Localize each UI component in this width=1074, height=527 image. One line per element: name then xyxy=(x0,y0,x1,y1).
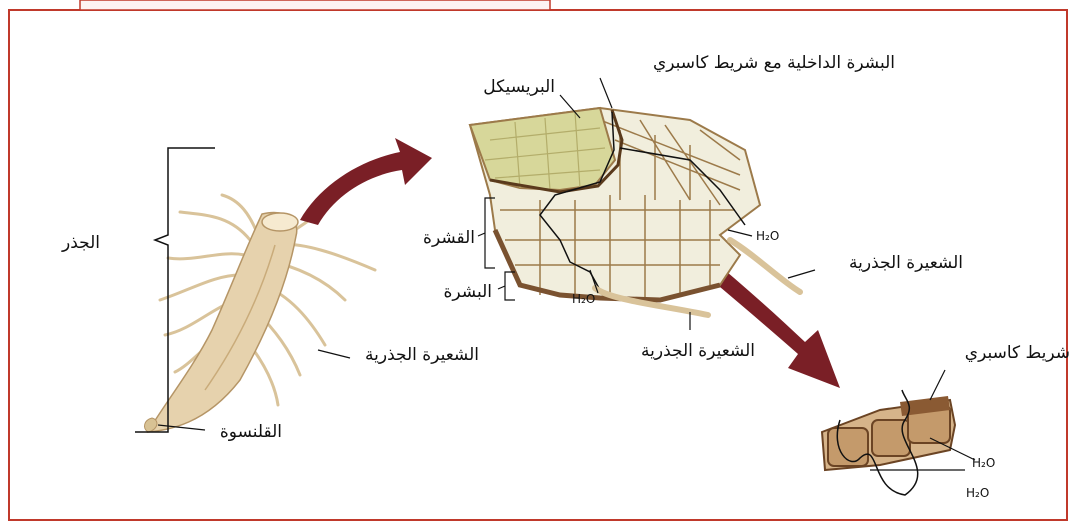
cut-surface xyxy=(262,213,298,231)
header-tab xyxy=(80,0,550,10)
epidermis-bracket xyxy=(498,272,515,300)
label-casparian-strip: شريط كاسبري xyxy=(965,343,1070,363)
h2o-label-strip2: H₂O xyxy=(966,486,989,500)
leader-root-hair-left xyxy=(318,350,350,358)
leader-h2o-upper xyxy=(728,230,752,236)
casparian-strip-detail xyxy=(822,390,975,495)
arrow-to-section xyxy=(300,138,432,225)
label-root-hair-right: الشعيرة الجذرية xyxy=(849,253,963,273)
label-root-hair-bottom: الشعيرة الجذرية xyxy=(641,341,755,361)
leader-root-hair-right xyxy=(788,270,815,278)
leader-endodermis xyxy=(600,78,612,108)
whole-root xyxy=(145,188,375,432)
label-root-hair-left: الشعيرة الجذرية xyxy=(365,345,479,365)
label-root-cap: القلنسوة xyxy=(220,422,282,442)
h2o-label-strip1: H₂O xyxy=(972,456,995,470)
label-cortex: القشرة xyxy=(423,228,475,248)
leader-casparian-strip xyxy=(930,370,945,400)
label-root: الجذر xyxy=(61,233,100,253)
label-endodermis-casparian: البشرة الداخلية مع شريط كاسبري xyxy=(653,53,895,73)
label-epidermis: البشرة xyxy=(444,282,493,302)
label-pericycle: البريسيكل xyxy=(483,77,555,97)
root-cross-section xyxy=(470,108,800,315)
h2o-label-main: H₂O xyxy=(572,292,595,306)
h2o-label-upper: H₂O xyxy=(756,229,779,243)
